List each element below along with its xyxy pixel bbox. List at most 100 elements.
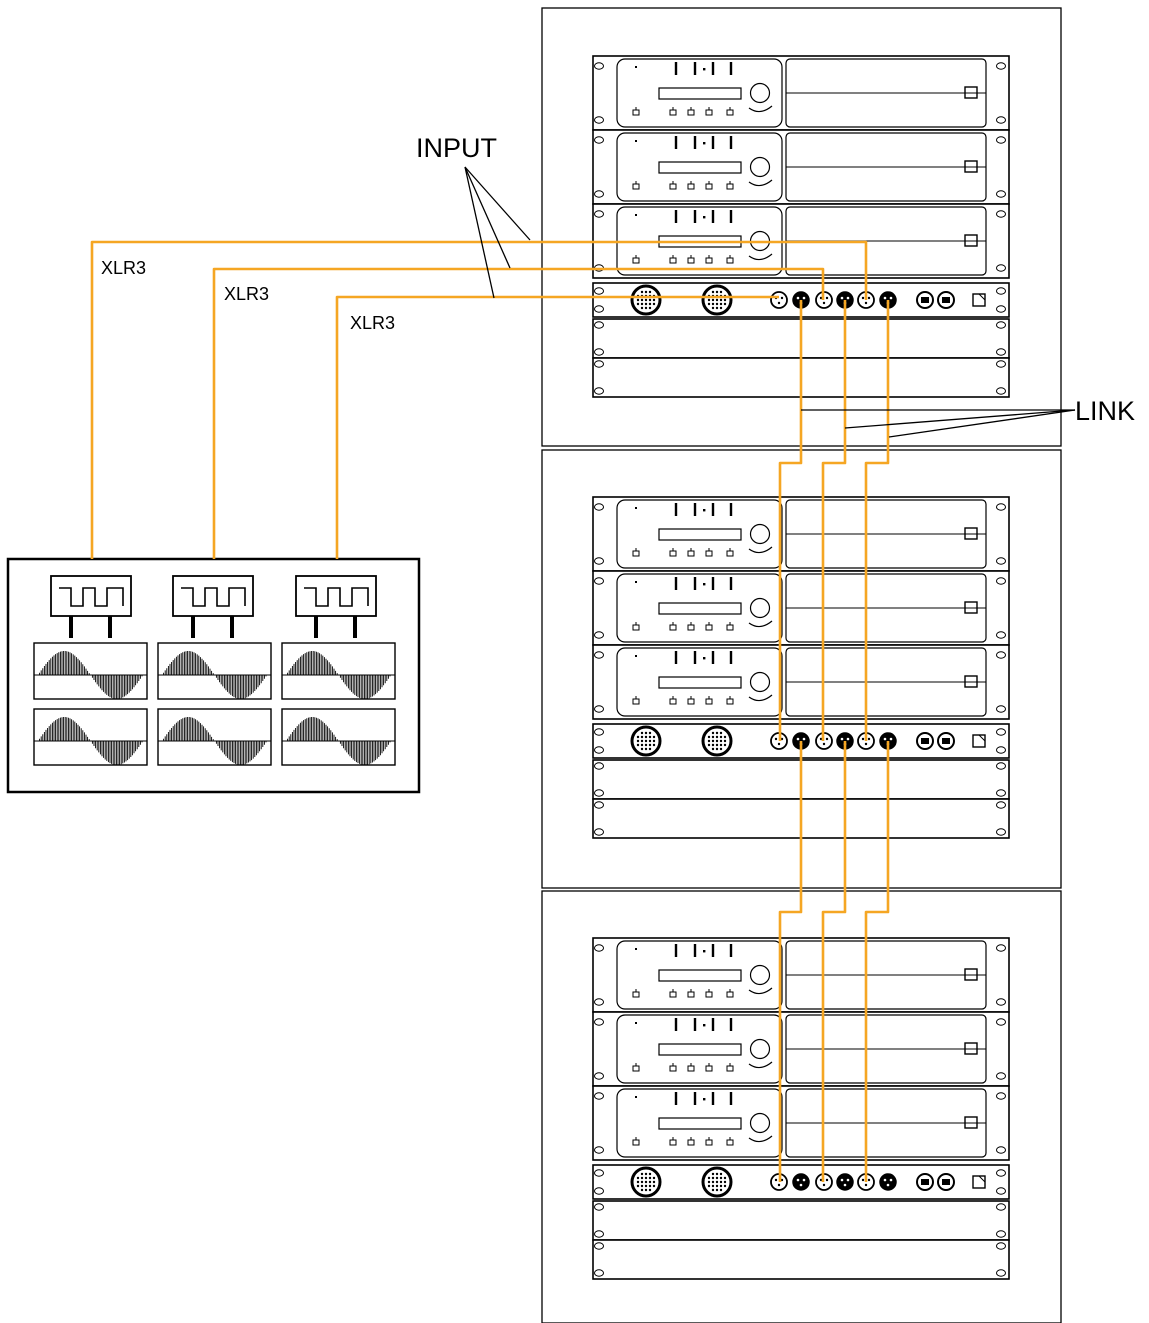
multipin-pin xyxy=(707,739,711,743)
level-meter xyxy=(729,210,733,223)
ethercon-port xyxy=(942,297,950,303)
multipin-pin xyxy=(648,731,652,735)
rack-screw xyxy=(996,503,1006,511)
status-indicator xyxy=(964,1116,978,1129)
rack-screw xyxy=(594,210,604,218)
rack-screw xyxy=(996,116,1006,124)
rack-screw xyxy=(594,828,604,836)
rack-screw xyxy=(594,1230,604,1238)
level-meter xyxy=(729,503,733,516)
rack-screw xyxy=(996,728,1006,736)
rack-screw xyxy=(594,1203,604,1211)
amplifier xyxy=(592,644,1010,720)
rack-screw xyxy=(594,136,604,144)
multipin-pin xyxy=(723,739,727,743)
link-cable-2 xyxy=(821,300,847,741)
ethercon-connector xyxy=(916,732,934,750)
multipin-pin xyxy=(715,302,719,306)
generator-lead xyxy=(314,616,318,638)
multipin-pin xyxy=(640,747,644,751)
multipin-pin xyxy=(648,1188,652,1192)
level-meter xyxy=(729,136,733,149)
multipin-pin xyxy=(707,1176,711,1180)
multipin-pin xyxy=(652,1184,656,1188)
multipin-pin xyxy=(715,298,719,302)
rack-screw xyxy=(996,1018,1006,1026)
indicator-mark xyxy=(978,1175,986,1183)
rack-screw xyxy=(996,210,1006,218)
ethercon-port xyxy=(921,738,929,744)
square-wave-trace xyxy=(304,587,369,607)
rack-screw xyxy=(594,1169,604,1177)
rack-screw xyxy=(594,944,604,952)
knob-arc xyxy=(748,253,773,261)
multipin-pin xyxy=(640,1188,644,1192)
multipin-pin xyxy=(719,1176,723,1180)
xlr-pin xyxy=(864,301,868,305)
rack-screw xyxy=(996,264,1006,272)
xlr-pin xyxy=(780,737,784,741)
level-meter xyxy=(711,503,715,516)
level-meter xyxy=(729,577,733,590)
multipin-pin xyxy=(719,1172,723,1176)
rack-screw xyxy=(996,305,1006,313)
multipin-pin xyxy=(715,739,719,743)
meter-dot xyxy=(703,950,706,953)
level-meter xyxy=(693,1018,697,1031)
xlr3-label-3: XLR3 xyxy=(350,313,395,333)
generator-lead xyxy=(108,616,112,638)
signal-generator xyxy=(6,557,421,794)
xlr-pin xyxy=(867,737,871,741)
generator-lead xyxy=(69,616,73,638)
xlr-pin xyxy=(846,296,850,300)
rack-screw xyxy=(996,577,1006,585)
rack-screw xyxy=(996,1187,1006,1195)
level-meter xyxy=(693,1092,697,1105)
xlr-pin xyxy=(802,737,806,741)
control-knob xyxy=(749,156,771,178)
multipin-pin xyxy=(711,298,715,302)
ethercon-connector xyxy=(937,732,955,750)
input-link-panel xyxy=(592,1164,1010,1200)
multipin-pin xyxy=(723,743,727,747)
multipin-pin xyxy=(648,739,652,743)
level-meter xyxy=(711,1018,715,1031)
meter-dot xyxy=(703,68,706,71)
multipin-pin xyxy=(648,298,652,302)
amplifier-front-panel xyxy=(616,573,783,643)
multipin-pin xyxy=(719,290,723,294)
multipin-pin xyxy=(715,731,719,735)
meter-dot xyxy=(703,657,706,660)
multipin-pin xyxy=(715,1184,719,1188)
meter-dot xyxy=(703,583,706,586)
multipin-pin xyxy=(640,302,644,306)
rack-screw xyxy=(996,557,1006,565)
multipin-pin xyxy=(636,739,640,743)
link-cable-1 xyxy=(778,300,803,741)
status-indicator xyxy=(964,234,978,247)
rack-screw xyxy=(996,801,1006,809)
multipin-pin xyxy=(719,735,723,739)
multipin-pin xyxy=(719,747,723,751)
power-led xyxy=(635,655,637,657)
amplifier xyxy=(592,570,1010,646)
square-wave-display xyxy=(172,575,254,617)
multipin-pin xyxy=(652,739,656,743)
power-led xyxy=(635,140,637,142)
link-cable-5 xyxy=(821,741,847,1182)
rack-screw xyxy=(996,387,1006,395)
multipin-pin xyxy=(640,1176,644,1180)
knob-arc xyxy=(748,105,773,113)
xlr-pin xyxy=(825,296,829,300)
level-meter xyxy=(711,136,715,149)
level-meter xyxy=(674,944,678,957)
level-meter xyxy=(693,62,697,75)
rack-screw xyxy=(594,1018,604,1026)
generator-lead xyxy=(230,616,234,638)
rack-screw xyxy=(594,1092,604,1100)
rack-2 xyxy=(592,496,1010,839)
level-meter xyxy=(729,1018,733,1031)
rack-equipment xyxy=(592,55,1010,1280)
xlr-pin xyxy=(864,1183,868,1187)
rack-screw xyxy=(996,762,1006,770)
